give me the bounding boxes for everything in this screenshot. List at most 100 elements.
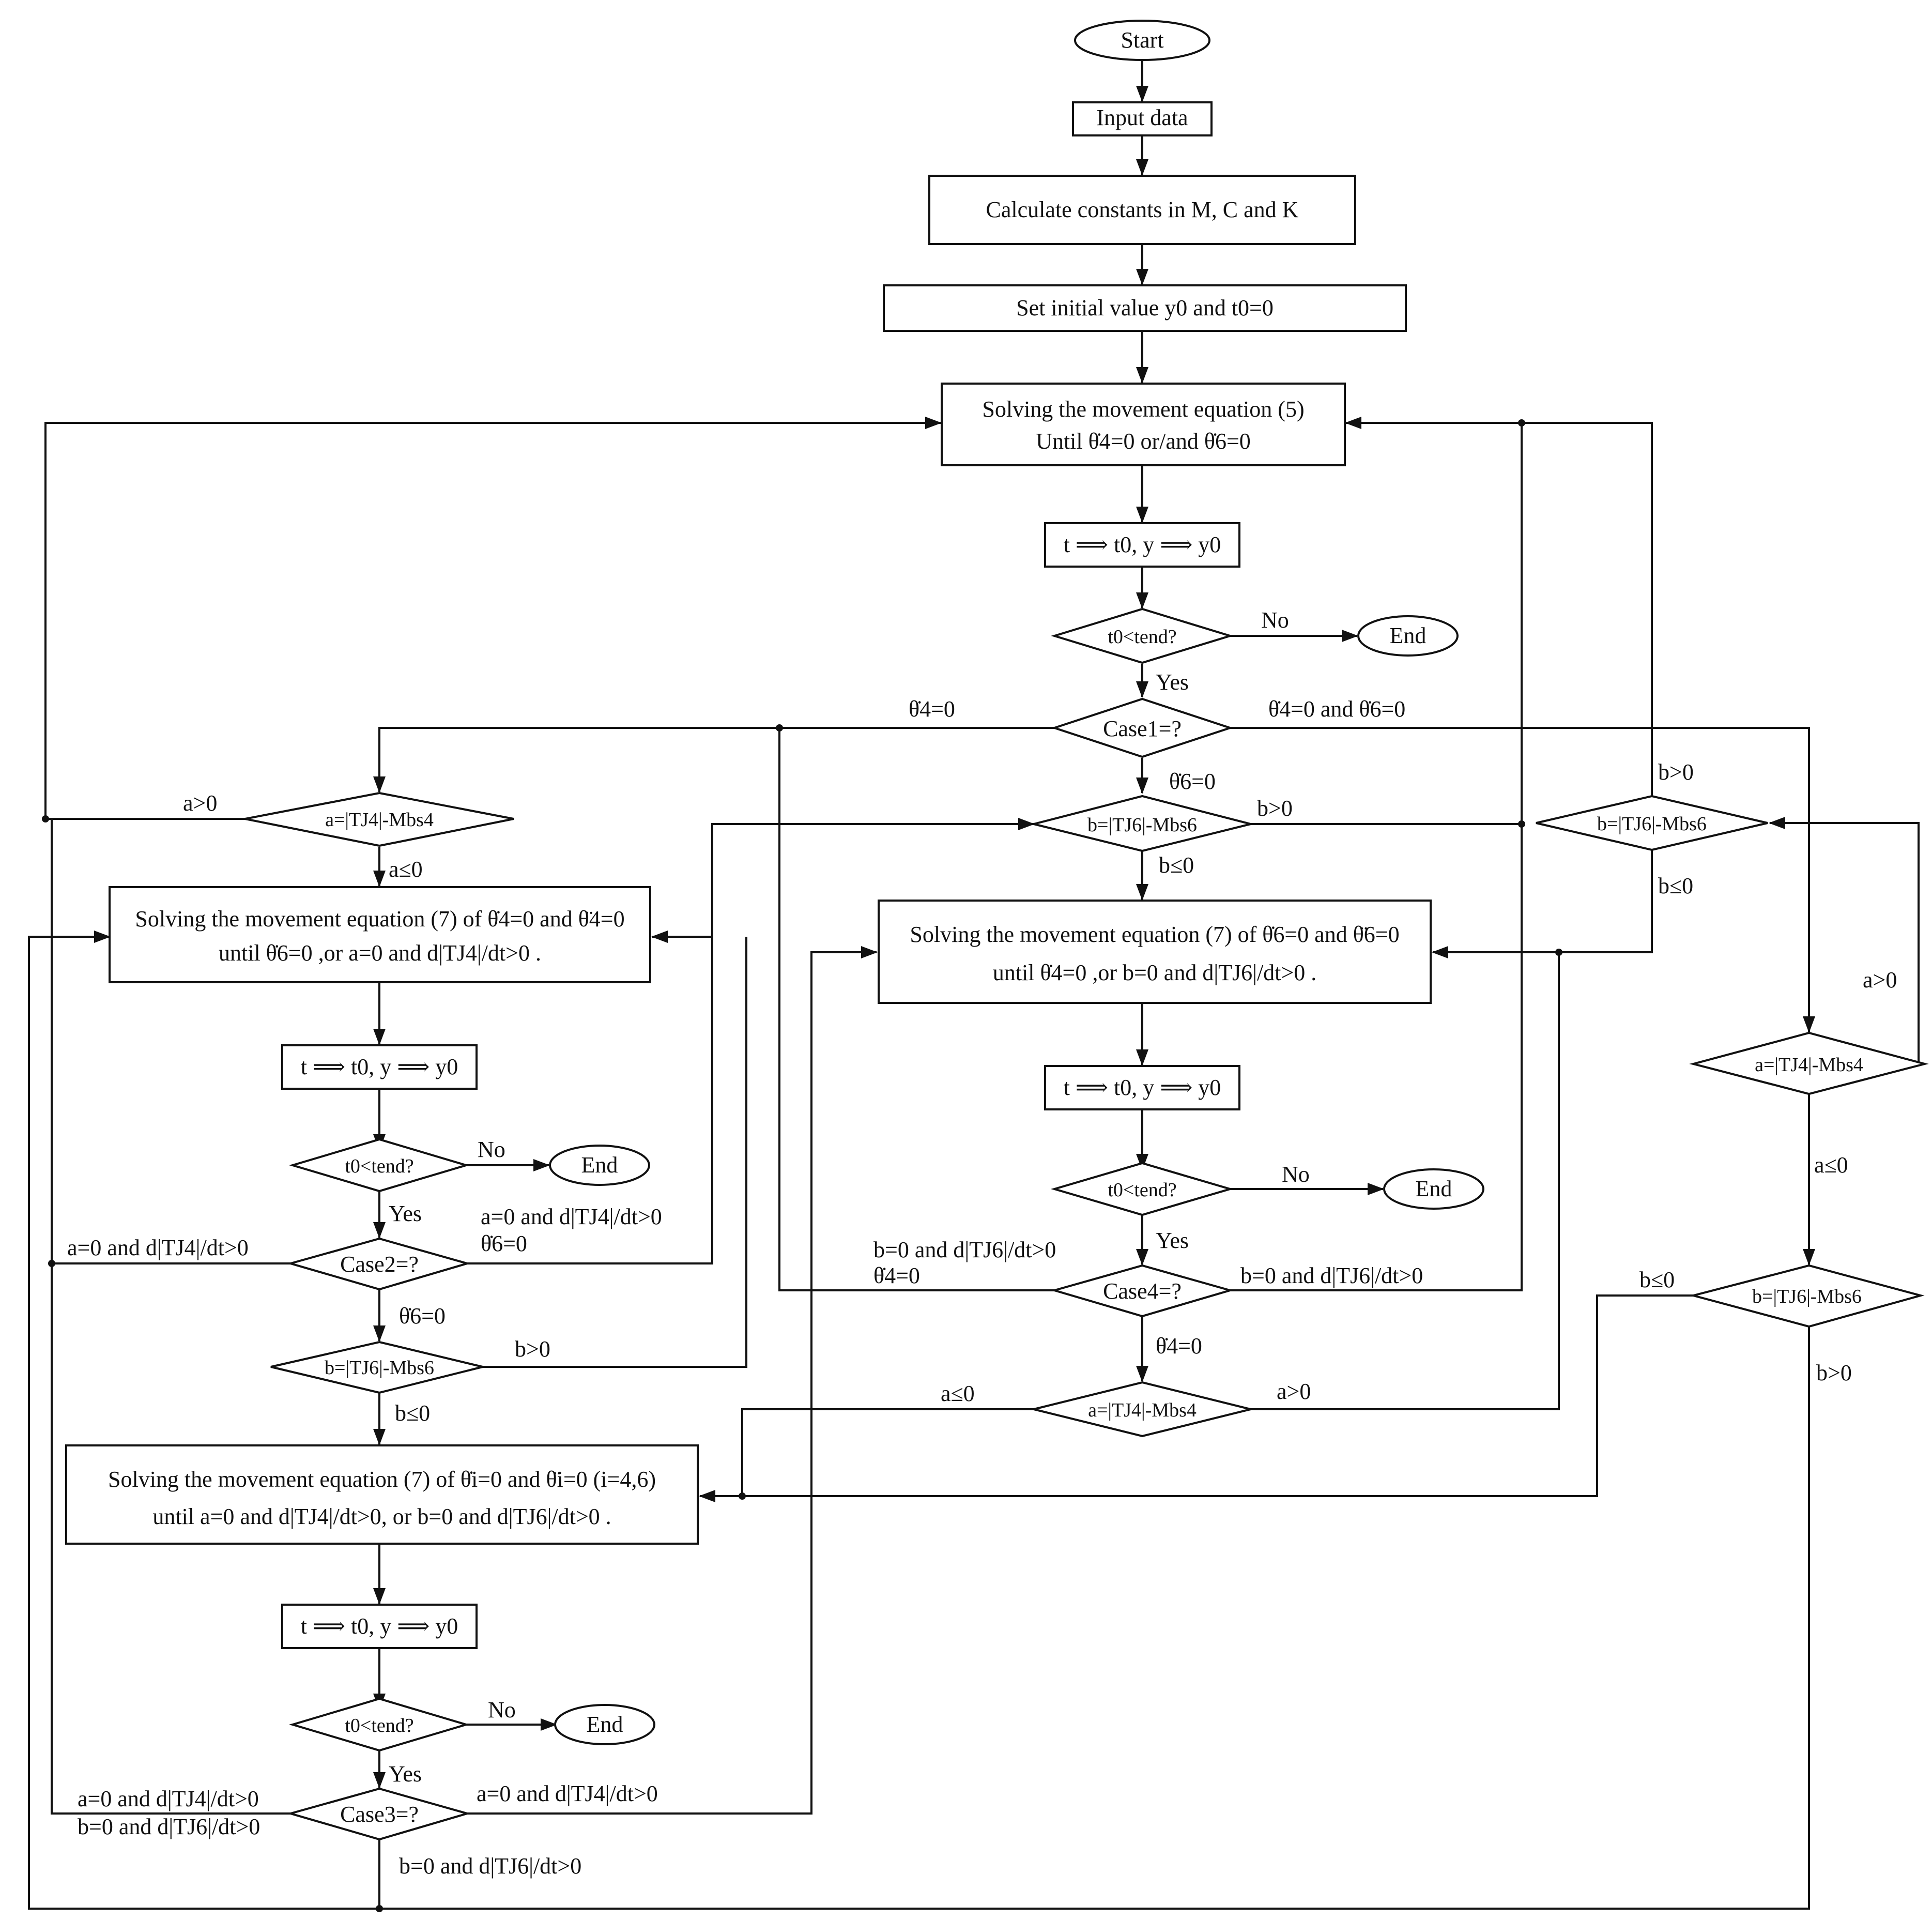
- label-b-gt0-right-2: b>0: [1816, 1360, 1852, 1385]
- solve-eq7-left-line1: Solving the movement equation (7) of θ̇4…: [135, 906, 624, 932]
- decision-tend-1-label: t0<tend?: [1108, 626, 1176, 648]
- label-b-gt0-middle: b>0: [1257, 796, 1293, 821]
- decision-tend-bottom: [288, 1697, 470, 1752]
- solve-eq7-left-box: [109, 886, 651, 983]
- solve-eq7-bottom-line1: Solving the movement equation (7) of θ̇i…: [108, 1467, 656, 1492]
- junction-dot: [376, 1905, 383, 1912]
- label-no-left: No: [478, 1137, 505, 1162]
- label-yes-bottom: Yes: [389, 1761, 422, 1787]
- edge: [1230, 727, 1815, 1033]
- label-a-le0-left: a≤0: [389, 857, 423, 882]
- b-diamond-right-label: b=|TJ6|-Mbs6: [1597, 813, 1707, 835]
- solve-eq7-middle-line1: Solving the movement equation (7) of θ̇6…: [910, 922, 1399, 947]
- edge: [1432, 850, 1653, 958]
- nodes: Start Input data Calculate constants in …: [65, 20, 1929, 1841]
- edge: [51, 819, 290, 1264]
- label-no-1: No: [1261, 607, 1289, 633]
- start-label: Start: [1121, 27, 1163, 53]
- label-yes-left: Yes: [389, 1201, 422, 1226]
- edge: [28, 931, 1810, 1910]
- update-label-left: t ⟹ t0, y ⟹ y0: [301, 1054, 458, 1079]
- junction-dot: [1518, 820, 1525, 828]
- b-diamond-left-label: b=|TJ6|-Mbs6: [325, 1357, 434, 1379]
- calc-constants-box: [928, 175, 1356, 245]
- case2-decision: [286, 1237, 471, 1291]
- edge: [1251, 417, 1523, 825]
- solve-eq7-left-line2: until θ̇6=0 ,or a=0 and d|TJ4|/dt>0 .: [219, 940, 541, 966]
- label-case2-down: θ̇6=0: [399, 1303, 446, 1329]
- edge: [373, 727, 1054, 793]
- case1-label: Case1=?: [1103, 716, 1182, 741]
- end-label-left: End: [581, 1152, 618, 1178]
- label-b-le0-middle: b≤0: [1159, 852, 1194, 878]
- edge: [741, 1408, 1034, 1496]
- label-case4-left-2: θ̇4=0: [873, 1263, 920, 1288]
- edge: [483, 937, 747, 1368]
- edge-labels: No Yes θ̇4=0 θ̇4=0 and θ̇6=0 θ̇6=0 a>0 a…: [67, 607, 1897, 1879]
- end-label-1: End: [1390, 623, 1427, 648]
- b-diamond-middle-label: b=|TJ6|-Mbs6: [1087, 814, 1197, 836]
- junction-dot: [42, 815, 49, 822]
- solve-eq7-bottom-box: [65, 1444, 699, 1545]
- case4-label: Case4=?: [1103, 1278, 1182, 1304]
- solve-eq7-bottom-line2: until a=0 and d|TJ4|/dt>0, or b=0 and d|…: [152, 1504, 611, 1529]
- label-b-le0-right: b≤0: [1658, 873, 1693, 898]
- a-diamond-middle: [1033, 1381, 1251, 1438]
- case1-decision: [1051, 697, 1234, 758]
- end-label-middle: End: [1416, 1176, 1452, 1201]
- label-yes-1: Yes: [1156, 669, 1189, 695]
- label-case2-right-1: a=0 and d|TJ4|/dt>0: [481, 1204, 662, 1229]
- b-diamond-right-2-label: b=|TJ6|-Mbs6: [1752, 1286, 1862, 1307]
- set-initial-box: [883, 284, 1407, 332]
- solve-eq7-middle-line2: until θ̇4=0 ,or b=0 and d|TJ6|/dt>0 .: [993, 960, 1316, 985]
- b-diamond-right: [1536, 795, 1768, 851]
- decision-tend-bottom-label: t0<tend?: [345, 1715, 413, 1736]
- edge: [467, 946, 878, 1815]
- label-case3-right: a=0 and d|TJ4|/dt>0: [477, 1781, 658, 1806]
- label-no-middle: No: [1282, 1162, 1310, 1187]
- a-diamond-right: [1689, 1031, 1929, 1095]
- label-case2-left: a=0 and d|TJ4|/dt>0: [67, 1235, 249, 1260]
- label-case4-right: b=0 and d|TJ6|/dt>0: [1240, 1263, 1423, 1288]
- update-label-1: t ⟹ t0, y ⟹ y0: [1064, 532, 1221, 557]
- label-b-le0-left: b≤0: [395, 1400, 430, 1426]
- label-no-bottom: No: [488, 1697, 516, 1723]
- label-a-le0-right: a≤0: [1814, 1152, 1848, 1178]
- a-diamond-left-label: a=|TJ4|-Mbs4: [325, 809, 434, 831]
- update-box-bottom: [281, 1604, 478, 1649]
- solve-eq5-line1: Solving the movement equation (5): [982, 397, 1304, 422]
- junction-dot: [1518, 419, 1525, 426]
- label-a-gt0-right: a>0: [1863, 967, 1897, 993]
- end-terminal-bottom: [554, 1704, 655, 1745]
- label-case2-right-2: θ̇6=0: [481, 1231, 527, 1256]
- edge: [699, 1294, 1693, 1502]
- decision-tend-middle: [1050, 1162, 1234, 1216]
- junction-dot: [776, 724, 783, 732]
- case3-decision: [286, 1787, 471, 1841]
- label-case4-left-1: b=0 and d|TJ6|/dt>0: [873, 1237, 1056, 1262]
- edge: [51, 1263, 290, 1815]
- b-diamond-middle: [1033, 795, 1251, 852]
- decision-tend-1: [1051, 607, 1234, 664]
- update-box-middle: [1044, 1065, 1240, 1110]
- label-a-gt0-middle: a>0: [1277, 1379, 1311, 1404]
- label-a-le0-middle: a≤0: [941, 1381, 975, 1406]
- junction-dot: [1555, 949, 1562, 956]
- decision-tend-left-label: t0<tend?: [345, 1155, 413, 1177]
- b-diamond-left: [270, 1340, 483, 1394]
- label-case1-down: θ̇6=0: [1169, 769, 1216, 794]
- label-b-le0-right-2: b≤0: [1639, 1267, 1675, 1292]
- end-terminal-1: [1357, 615, 1459, 657]
- label-case3-left-1: a=0 and d|TJ4|/dt>0: [78, 1786, 259, 1811]
- label-case3-left-2: b=0 and d|TJ6|/dt>0: [78, 1814, 260, 1839]
- a-diamond-middle-label: a=|TJ4|-Mbs4: [1088, 1399, 1197, 1421]
- decision-tend-left: [288, 1138, 470, 1193]
- set-initial-label: Set initial value y0 and t0=0: [1016, 295, 1274, 321]
- edge: [1769, 817, 1920, 1063]
- start-terminal: [1074, 20, 1210, 61]
- label-case1-left: θ̇4=0: [909, 696, 955, 722]
- label-yes-middle: Yes: [1156, 1228, 1189, 1253]
- update-label-middle: t ⟹ t0, y ⟹ y0: [1064, 1075, 1221, 1100]
- edge: [1230, 824, 1523, 1291]
